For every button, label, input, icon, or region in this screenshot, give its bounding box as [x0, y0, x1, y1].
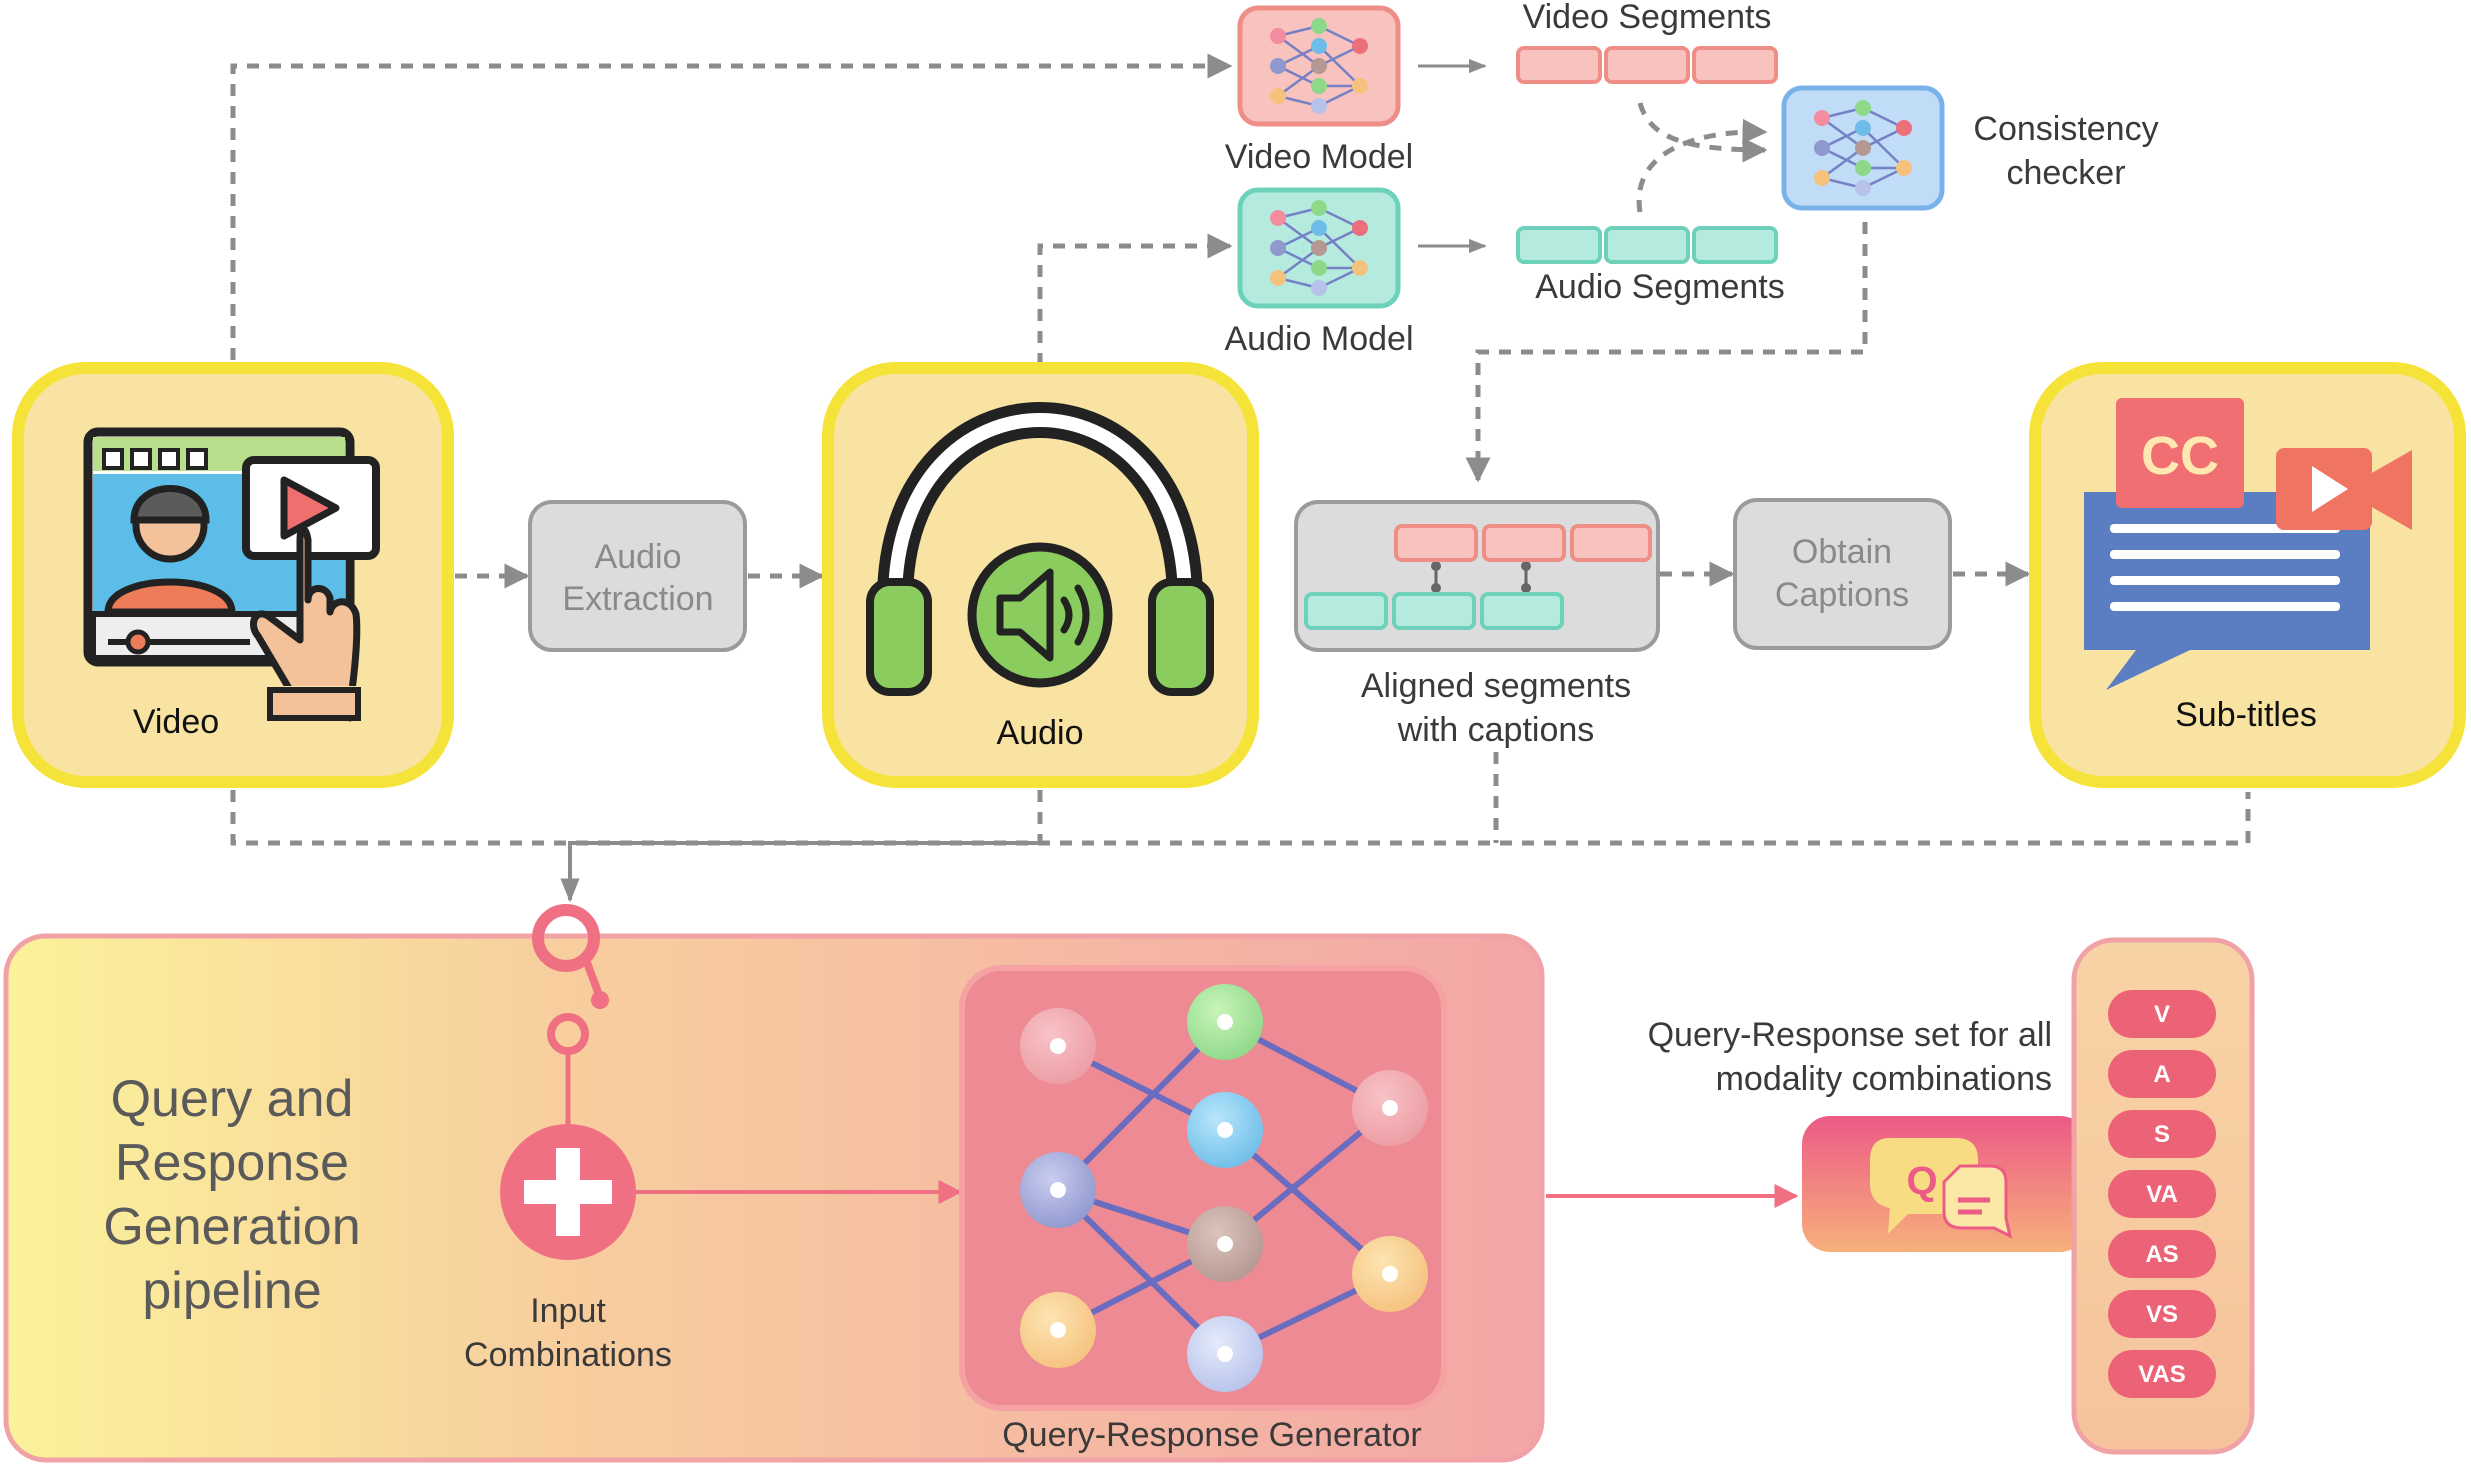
- video-segment: [1516, 46, 1602, 84]
- cc-badge: CC: [2141, 426, 2219, 486]
- audio-segment: [1392, 592, 1476, 630]
- pipeline-title-line-3: Generation: [103, 1198, 360, 1256]
- video-label: Video: [133, 703, 219, 741]
- input-combinations-icon: [500, 904, 636, 1260]
- modality-pill-label: A: [2153, 1061, 2170, 1088]
- neural-network-icon: [1020, 984, 1428, 1392]
- pipeline-title-line-4: pipeline: [142, 1262, 321, 1320]
- neural-network-icon: [1814, 100, 1912, 196]
- subtitles-icon: CC: [2084, 398, 2412, 690]
- consistency-checker-node: Consistency checker: [1781, 85, 2159, 211]
- video-segments-label: Video Segments: [1523, 0, 1772, 36]
- query-response-set: Query-Response set for all modality comb…: [1648, 1016, 2088, 1252]
- video-model-node: Video Model: [1225, 5, 1413, 176]
- connector-bus-to-pipeline: [230, 752, 2251, 903]
- query-set-label-1: Query-Response set for all: [1648, 1016, 2052, 1054]
- audio-segments: Audio Segments: [1516, 226, 1785, 306]
- consistency-label-1: Consistency: [1973, 110, 2158, 148]
- modality-pill-label: S: [2154, 1121, 2170, 1148]
- audio-segment: [1480, 592, 1564, 630]
- connector-video-to-video-model: [230, 53, 1233, 360]
- obtain-captions-label-2: Captions: [1775, 576, 1909, 614]
- audio-model-node: Audio Model: [1224, 187, 1414, 358]
- q-letter: Q: [1906, 1159, 1937, 1203]
- modality-pill: AS: [2108, 1230, 2216, 1278]
- chat-bubble-icon: Q: [1870, 1138, 2013, 1239]
- audio-segment: [1516, 226, 1602, 264]
- video-player-icon: [83, 427, 380, 722]
- modality-pill-label: VA: [2146, 1181, 2178, 1208]
- video-model-label: Video Model: [1225, 138, 1413, 176]
- consistency-label-2: checker: [2006, 154, 2125, 192]
- obtain-captions-label-1: Obtain: [1792, 533, 1892, 571]
- audio-node: Audio: [822, 362, 1259, 788]
- neural-network-icon: [1270, 200, 1368, 296]
- modality-pill: S: [2108, 1110, 2216, 1158]
- modality-pill-label: V: [2154, 1001, 2170, 1028]
- neural-network-icon: [1270, 18, 1368, 114]
- audio-extraction-label-2: Extraction: [562, 580, 713, 618]
- modality-pill-label: VAS: [2138, 1361, 2186, 1388]
- query-response-pipeline-panel: Query and Response Generation pipeline I…: [3, 904, 1545, 1463]
- generator-label: Query-Response Generator: [1002, 1416, 1422, 1454]
- subtitles-label: Sub-titles: [2175, 696, 2317, 734]
- aligned-label-2: with captions: [1397, 711, 1595, 749]
- audio-segment: [1692, 226, 1778, 264]
- query-set-label-2: modality combinations: [1716, 1060, 2052, 1098]
- audio-extraction-node: Audio Extraction: [528, 500, 747, 652]
- audio-model-label: Audio Model: [1224, 320, 1413, 358]
- obtain-captions-node: Obtain Captions: [1733, 498, 1952, 650]
- subtitles-node: CC Sub-titles: [2029, 362, 2466, 788]
- video-segment: [1692, 46, 1778, 84]
- connector-audio-to-audio-model: [1037, 233, 1233, 365]
- audio-segment: [1604, 226, 1690, 264]
- modality-pill: VS: [2108, 1290, 2216, 1338]
- aligned-label-1: Aligned segments: [1361, 667, 1631, 705]
- input-combinations-label-2: Combinations: [464, 1336, 672, 1374]
- audio-segments-label: Audio Segments: [1535, 268, 1785, 306]
- video-segment: [1604, 46, 1690, 84]
- audio-extraction-label-1: Audio: [595, 538, 682, 576]
- audio-label: Audio: [997, 714, 1084, 752]
- aligned-segments-node: Aligned segments with captions: [1294, 500, 1660, 749]
- video-segment: [1482, 524, 1566, 562]
- modality-pill-label: AS: [2145, 1241, 2178, 1268]
- input-combinations-label-1: Input: [530, 1292, 606, 1330]
- video-segment: [1570, 524, 1652, 562]
- query-response-generator: Query-Response Generator: [959, 965, 1447, 1454]
- video-segments: Video Segments: [1516, 0, 1778, 84]
- connector-consistency-to-aligned: [1465, 222, 1868, 483]
- modality-pill: V: [2108, 990, 2216, 1038]
- modality-pill-label: VS: [2146, 1301, 2178, 1328]
- modality-pill: A: [2108, 1050, 2216, 1098]
- headphones-icon: [866, 402, 1214, 696]
- pipeline-title-line-2: Response: [115, 1134, 349, 1192]
- video-node: Video: [12, 362, 454, 788]
- audio-segment: [1304, 592, 1388, 630]
- connector-segments-to-consistency: [1636, 102, 1768, 213]
- pipeline-title-line-1: Query and: [111, 1070, 354, 1128]
- video-segment: [1394, 524, 1478, 562]
- modality-pill: VAS: [2108, 1350, 2216, 1398]
- modality-pill: VA: [2108, 1170, 2216, 1218]
